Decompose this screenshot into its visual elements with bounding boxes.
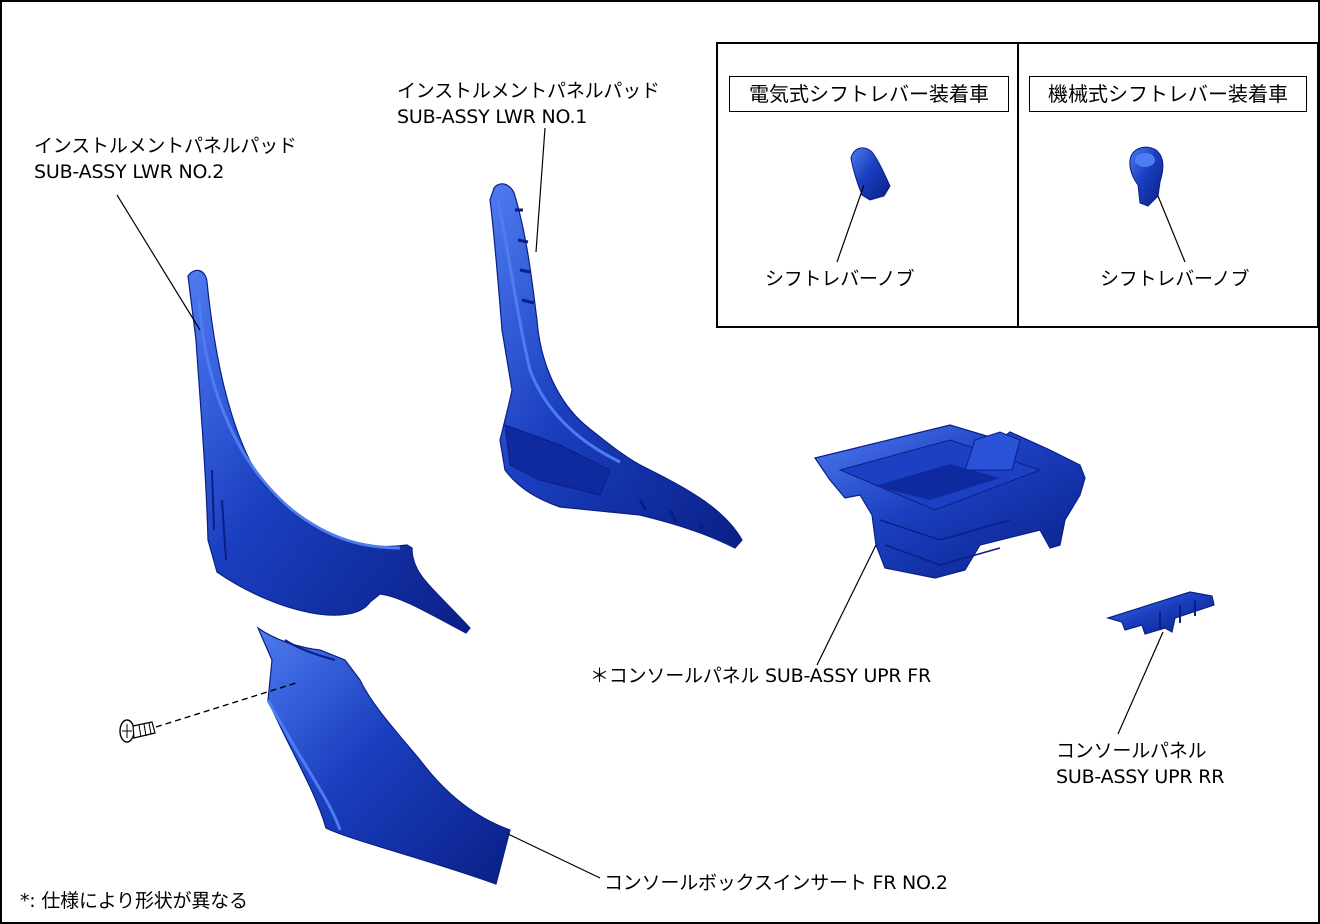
- console-upr-fr-label: ＊コンソールパネル SUB-ASSY UPR FR: [590, 665, 931, 687]
- footnote: *: 仕様により形状が異なる: [20, 890, 248, 912]
- mechanical-knob-label: シフトレバーノブ: [1100, 268, 1250, 290]
- lwr-no1-label-line2: SUB-ASSY LWR NO.1: [397, 106, 588, 128]
- inset-title-electric: 電気式シフトレバー装着車: [729, 76, 1009, 112]
- box-insert-label: コンソールボックスインサート FR NO.2: [604, 872, 948, 894]
- screw-dashed-line: [155, 682, 297, 728]
- electric-knob-part: [850, 147, 891, 201]
- console-upr-rr-label-line1: コンソールパネル: [1056, 740, 1207, 762]
- mechanical-knob-part: [1129, 146, 1164, 207]
- box-insert-part: [256, 626, 511, 885]
- leader-lines: [116, 127, 1186, 879]
- screw-icon: [119, 719, 156, 743]
- console-upr-fr-part: [814, 424, 1086, 579]
- lwr-no2-part: [187, 269, 471, 634]
- lwr-no1-part: [489, 183, 743, 549]
- lwr-no2-label-line2: SUB-ASSY LWR NO.2: [34, 161, 225, 183]
- inset-title-mechanical: 機械式シフトレバー装着車: [1029, 76, 1307, 112]
- lwr-no2-label-line1: インストルメントパネルパッド: [34, 135, 297, 157]
- electric-knob-label: シフトレバーノブ: [765, 268, 915, 290]
- lwr-no1-label-line1: インストルメントパネルパッド: [397, 80, 660, 102]
- console-upr-rr-part: [1105, 591, 1215, 635]
- console-upr-rr-label-line2: SUB-ASSY UPR RR: [1056, 766, 1225, 788]
